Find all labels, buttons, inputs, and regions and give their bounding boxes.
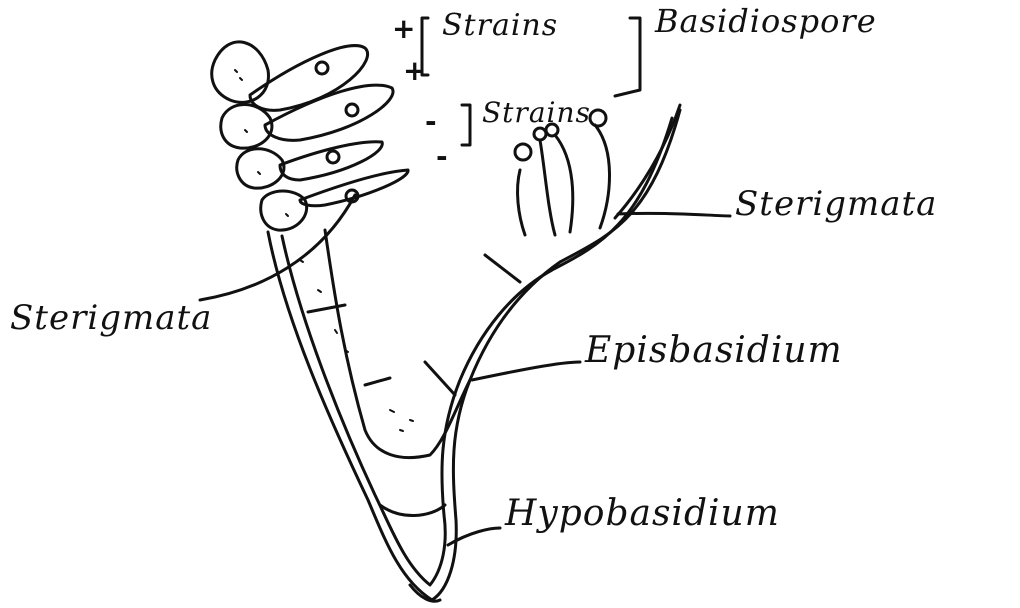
epibasidium-septum-2 <box>485 255 520 282</box>
basidiospore-cell-1 <box>212 42 269 102</box>
spore-tip-1 <box>515 144 531 160</box>
nucleus-1 <box>316 62 328 74</box>
septum-left <box>308 305 345 312</box>
epibasidium-curve <box>325 230 470 458</box>
spore-tip-2 <box>534 128 546 140</box>
sterigma-3 <box>555 135 573 232</box>
nucleus-2 <box>346 104 358 116</box>
bracket-basidiospore <box>615 18 640 96</box>
leader-epibasidium-inner <box>365 378 390 385</box>
basidiospore-label: Basidiospore <box>655 2 877 40</box>
sterigmata-right-label: Sterigmata <box>735 184 937 224</box>
nucleus-3 <box>327 151 339 163</box>
sterigmata-left-label: Sterigmata <box>10 298 212 338</box>
basidiospore-cell-3 <box>237 149 284 188</box>
sterigma-2 <box>540 140 555 235</box>
minus-sign-2: - <box>436 140 448 173</box>
leader-epibasidium <box>472 362 580 380</box>
hypobasidium-label: Hypobasidium <box>505 493 780 534</box>
epibasidium-label: Episbasidium <box>585 330 843 371</box>
minus-sign-1: - <box>425 105 437 138</box>
spore-tip-4 <box>590 110 606 126</box>
sterigma-4 <box>595 125 610 228</box>
plus-sign-1: + <box>392 12 415 45</box>
plus-sign-2: + <box>403 54 426 87</box>
epibasidium-septum <box>425 362 455 395</box>
leader-sterigmata-right <box>618 213 730 216</box>
bracket-minus <box>462 105 470 145</box>
basidiospore-cell-4 <box>261 191 307 230</box>
strains-plus-label: Strains <box>442 8 558 43</box>
sterigma-1 <box>518 170 525 235</box>
hypobasidium-base <box>380 505 445 516</box>
basidiospore-elongate-3 <box>280 142 382 180</box>
strains-minus-label: Strains <box>482 96 591 129</box>
